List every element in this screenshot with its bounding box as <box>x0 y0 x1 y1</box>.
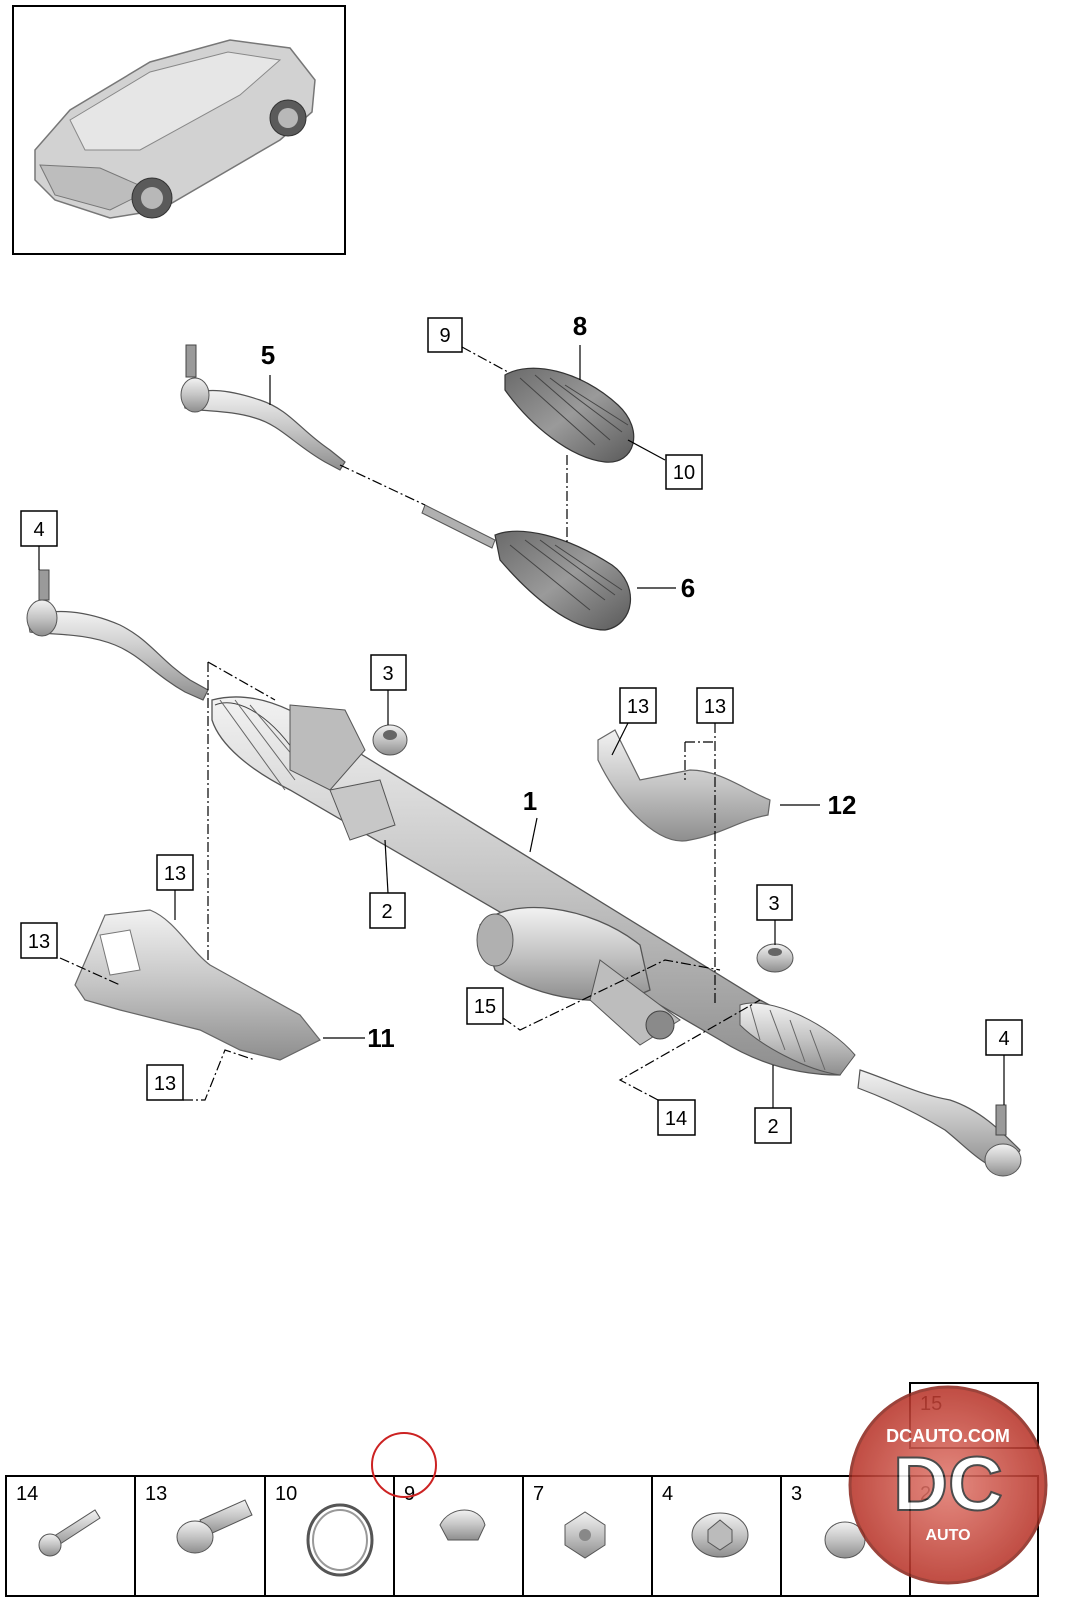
callout-13-a-label: 13 <box>627 696 649 718</box>
car-illustration <box>34 39 316 219</box>
callout-15[interactable]: 15 <box>466 987 504 1025</box>
watermark-mark: DC <box>893 1442 1003 1527</box>
callout-10[interactable]: 10 <box>665 454 703 490</box>
tie-rod-end-right <box>857 1069 1022 1177</box>
callout-13-d-label: 13 <box>28 931 50 953</box>
callout-2-lower[interactable]: 2 <box>754 1107 792 1144</box>
callout-12-label[interactable]: 12 <box>828 790 857 820</box>
callout-2-lower-label: 2 <box>767 1116 778 1138</box>
watermark-logo: DCAUTO.COM DC AUTO <box>848 1385 1048 1585</box>
callout-13-c-label: 13 <box>164 863 186 885</box>
strip-cell-4-label: 4 <box>662 1483 673 1505</box>
hex-bolt-icon <box>824 1521 866 1559</box>
callout-11-label[interactable]: 11 <box>367 1023 395 1053</box>
heat-shield-12 <box>597 729 771 842</box>
callout-13-c[interactable]: 13 <box>156 854 194 891</box>
strip-cell-13[interactable]: 13 <box>145 1483 253 1554</box>
callout-5-label[interactable]: 5 <box>261 340 275 370</box>
callout-14-label: 14 <box>665 1108 687 1130</box>
tie-rod-end-left <box>26 569 209 701</box>
strip-cell-10[interactable]: 10 <box>275 1483 374 1577</box>
strip-cell-9-label: 9 <box>404 1483 415 1505</box>
clamp-ring-icon <box>306 1503 374 1577</box>
strip-cell-14[interactable]: 14 <box>16 1483 101 1557</box>
callout-4-left[interactable]: 4 <box>20 510 58 547</box>
strip-cell-7[interactable]: 7 <box>533 1483 606 1559</box>
inner-tie-rod-upper <box>421 504 496 549</box>
callout-2-upper-label: 2 <box>381 901 392 923</box>
callout-13-e-label: 13 <box>154 1073 176 1095</box>
strip-cell-3[interactable]: 3 <box>791 1483 866 1559</box>
callout-14[interactable]: 14 <box>657 1099 696 1136</box>
callout-13-b[interactable]: 13 <box>696 687 734 724</box>
strip-cell-10-label: 10 <box>275 1483 297 1505</box>
steering-boot-6 <box>494 530 632 631</box>
strip-cell-7-label: 7 <box>533 1483 544 1505</box>
callout-4-left-label: 4 <box>33 519 44 541</box>
callout-4-right[interactable]: 4 <box>985 1019 1023 1056</box>
watermark-site: DCAUTO.COM <box>886 1426 1010 1446</box>
strip-cell-13-label: 13 <box>145 1483 167 1505</box>
steering-boot-8 <box>504 367 635 463</box>
strip-cell-14-label: 14 <box>16 1483 38 1505</box>
steering-rack-1 <box>211 696 856 1076</box>
tie-rod-end-upper <box>180 344 346 471</box>
callout-10-label: 10 <box>673 462 695 484</box>
callout-6-label[interactable]: 6 <box>681 573 695 603</box>
callout-13-b-label: 13 <box>704 696 726 718</box>
strip-cell-3-label: 3 <box>791 1483 802 1505</box>
callout-2-upper[interactable]: 2 <box>369 892 406 929</box>
strip-cell-9[interactable]: 9 <box>404 1483 486 1541</box>
vehicle-thumbnail <box>12 5 346 255</box>
callout-9-label: 9 <box>439 325 450 347</box>
callout-3-top-label: 3 <box>382 663 393 685</box>
strip-cell-4[interactable]: 4 <box>662 1483 749 1558</box>
callout-15-label: 15 <box>474 996 496 1018</box>
watermark-sub: AUTO <box>925 1527 970 1544</box>
callout-13-d[interactable]: 13 <box>20 922 58 959</box>
callout-13-e[interactable]: 13 <box>146 1064 184 1101</box>
callout-4-right-label: 4 <box>998 1028 1009 1050</box>
hose-clip-icon <box>439 1509 486 1541</box>
callout-8-label[interactable]: 8 <box>573 311 587 341</box>
callout-9[interactable]: 9 <box>427 317 463 353</box>
leader-lines <box>38 345 1005 1108</box>
callout-3-top[interactable]: 3 <box>370 654 407 691</box>
callout-1-label[interactable]: 1 <box>523 786 537 816</box>
highlight-circle <box>371 1432 437 1498</box>
callout-3-right[interactable]: 3 <box>756 884 793 921</box>
heat-shield-11 <box>74 909 321 1061</box>
callout-13-a[interactable]: 13 <box>619 687 657 724</box>
callout-3-right-label: 3 <box>768 893 779 915</box>
